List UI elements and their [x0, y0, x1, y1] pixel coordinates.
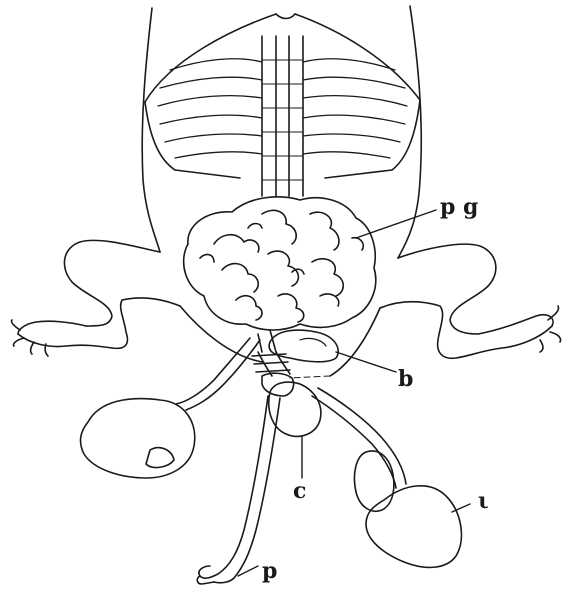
leader-b: [336, 352, 396, 372]
penis: [197, 396, 280, 584]
label-p: p: [262, 560, 277, 582]
right-testis: [312, 388, 461, 567]
abdominal-line: [180, 306, 380, 378]
leader-pg: [356, 210, 436, 238]
left-testis: [81, 338, 260, 478]
central-ducts: [252, 330, 294, 396]
rib-cage: [145, 14, 420, 178]
leader-lines: [238, 210, 470, 576]
ribs-right: [303, 59, 407, 158]
label-b: b: [398, 368, 413, 390]
label-i: ι: [478, 490, 489, 512]
left-leg: [11, 240, 180, 356]
label-pg: p g: [440, 196, 478, 218]
right-leg: [380, 244, 561, 358]
ribs-left: [158, 59, 262, 158]
spine: [262, 36, 303, 196]
prostate-gland: [184, 197, 376, 330]
label-c: c: [293, 480, 306, 502]
